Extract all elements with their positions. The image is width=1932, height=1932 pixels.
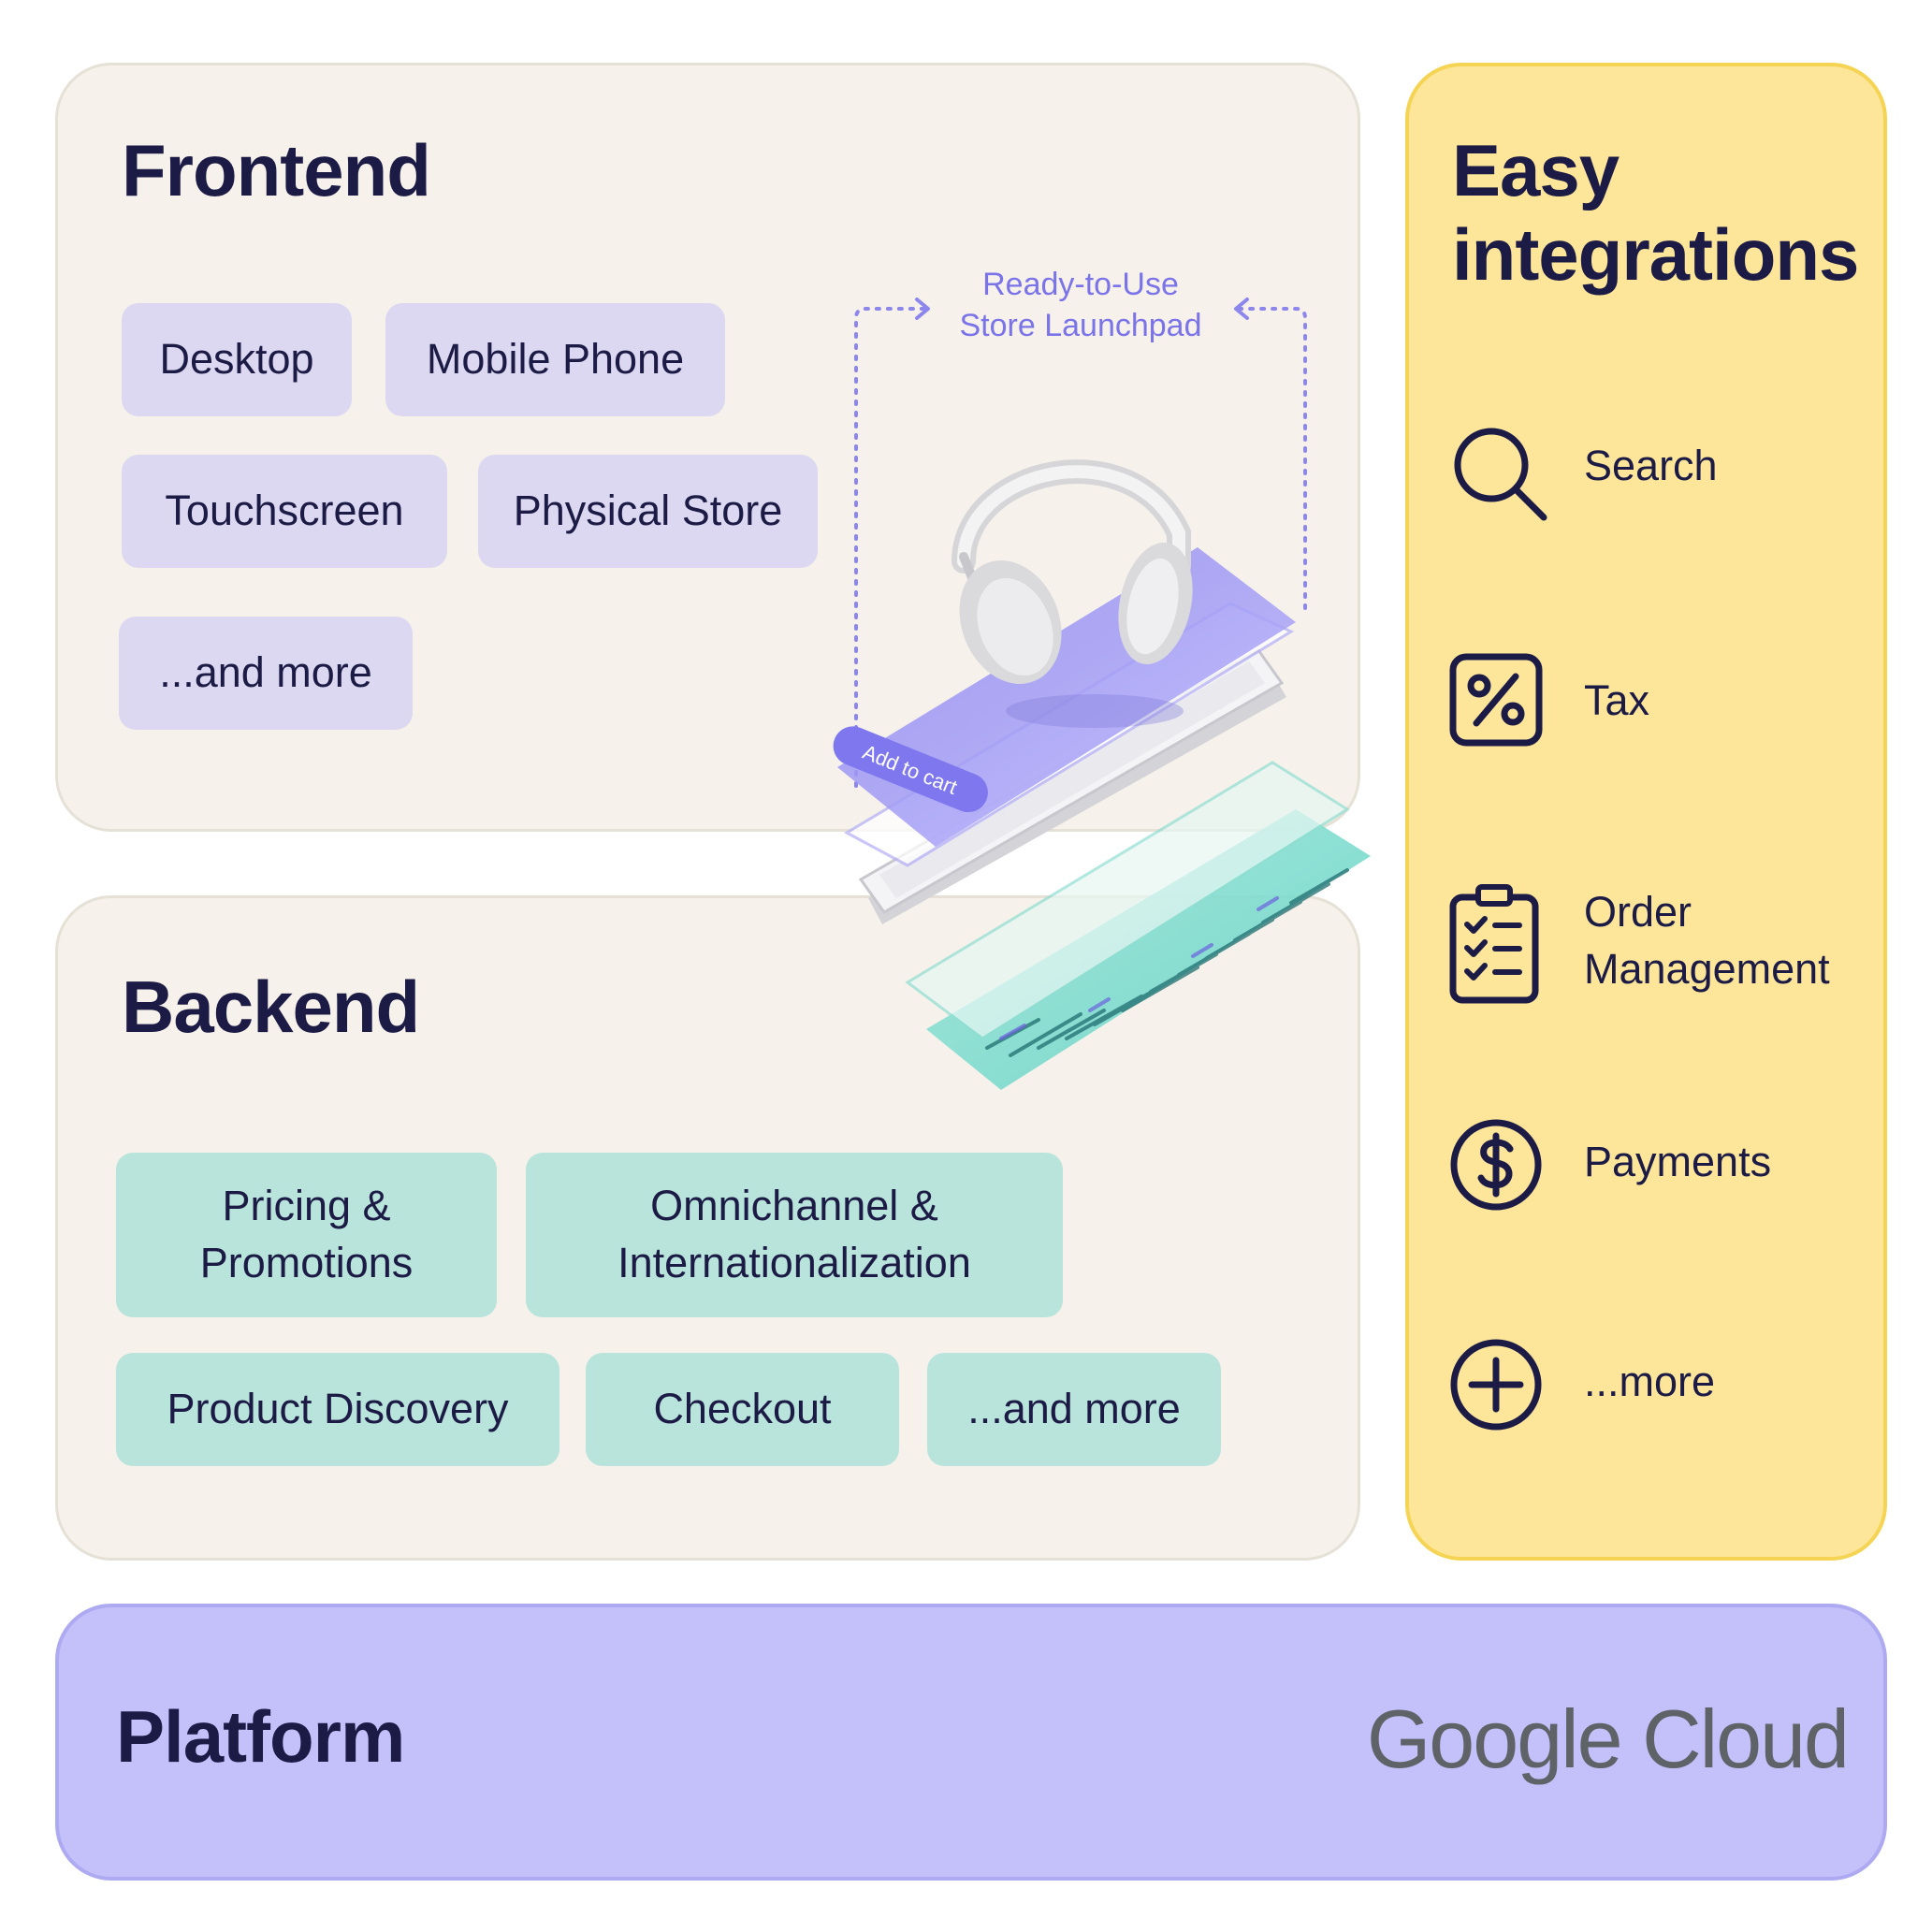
integration-payments-label: Payments [1584,1138,1772,1185]
integration-tax-label: Tax [1584,676,1650,724]
integrations-title-line1: Easy [1452,129,1620,211]
chip-pricing-line2: Promotions [199,1239,414,1286]
backend-title: Backend [122,966,420,1048]
percent-icon [1449,653,1543,747]
integrations-title: Easy integrations [1452,129,1859,297]
integration-search: Search [1448,426,1879,557]
headphones-icon [951,459,1193,728]
dollar-icon [1450,1119,1542,1211]
outline-layer [905,761,1350,1040]
integrations-panel [1405,63,1887,1561]
integration-tax: Tax [1448,652,1879,783]
frontend-title: Frontend [122,129,431,211]
launchpad-label-line2: Store Launchpad [959,308,1202,344]
integration-more-label: ...more [1584,1358,1716,1405]
integrations-title-line2: integrations [1452,212,1859,296]
chip-frontend-more: ...and more [119,617,413,730]
integration-more: ...more [1448,1338,1879,1469]
integration-order-management: Order Management [1448,884,1879,1015]
launchpad-label: Ready-to-Use Store Launchpad [922,264,1240,346]
chip-touchscreen: Touchscreen [122,455,447,568]
integration-order-line2: Management [1584,944,1830,993]
phone-device [858,648,1286,924]
platform-panel [55,1604,1887,1881]
launchpad-bracket [854,298,1307,788]
chip-desktop: Desktop [122,303,352,416]
plus-circle-icon [1450,1339,1542,1431]
integration-order-line1: Order [1584,888,1692,936]
chip-omnichannel: Omnichannel & Internationalization [526,1153,1063,1317]
integration-search-label: Search [1584,442,1718,489]
store-illustration: Add to cart [833,459,1371,1090]
chip-pricing-line1: Pricing & [222,1182,391,1230]
integration-order-label: Order Management [1584,884,1830,998]
chip-backend-more: ...and more [927,1353,1221,1466]
chip-checkout: Checkout [586,1353,899,1466]
platform-title: Platform [116,1695,405,1778]
launchpad-label-line1: Ready-to-Use [982,267,1179,302]
chip-omnichannel-line1: Omnichannel & [650,1182,938,1230]
search-icon [1454,428,1547,521]
code-layer [926,809,1371,1090]
chip-product-discovery: Product Discovery [116,1353,559,1466]
chip-pricing-promotions: Pricing & Promotions [116,1153,497,1317]
google-cloud-logo: Google Cloud [1366,1692,1850,1785]
chip-mobile-phone: Mobile Phone [385,303,725,416]
integration-payments: Payments [1448,1118,1879,1249]
clipboard-checklist-icon [1449,884,1539,1004]
chip-physical-store: Physical Store [478,455,818,568]
chip-omnichannel-line2: Internationalization [617,1239,971,1286]
